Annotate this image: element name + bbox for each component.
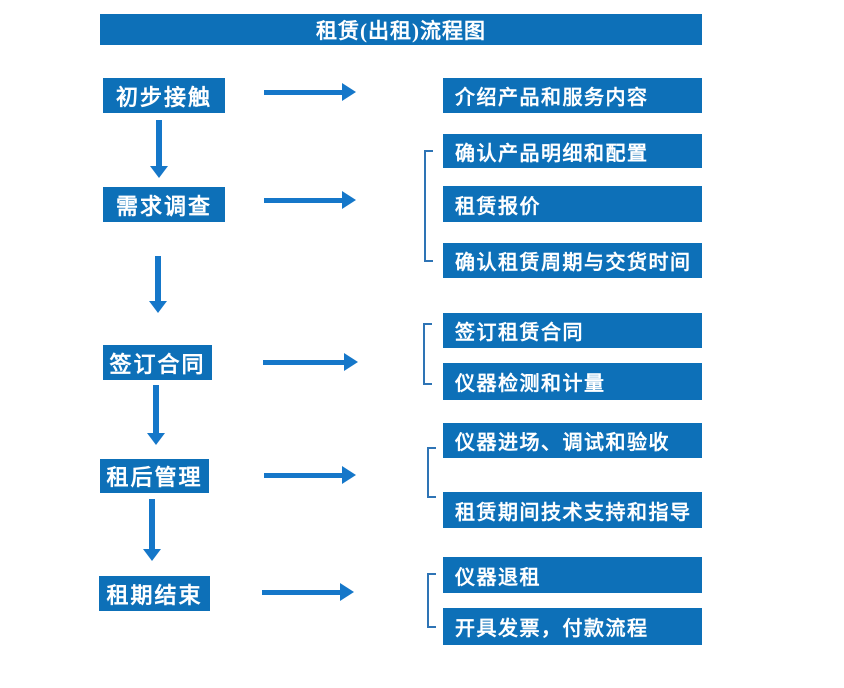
arrow-down-icon	[147, 385, 165, 445]
output-box-instrument-return: 仪器退租	[443, 557, 702, 593]
arrow-head	[150, 166, 168, 178]
arrow-head	[340, 583, 354, 601]
step-box-sign-contract: 签订合同	[103, 345, 212, 380]
arrow-shaft	[263, 359, 346, 365]
arrow-right-icon	[264, 83, 356, 101]
arrow-head	[143, 549, 161, 561]
output-box-introduce-products: 介绍产品和服务内容	[443, 78, 702, 113]
arrow-shaft	[264, 472, 344, 478]
arrow-right-icon	[264, 191, 356, 209]
arrow-down-icon	[149, 256, 167, 313]
arrow-head	[344, 353, 358, 371]
arrow-head	[147, 433, 165, 445]
arrow-head	[342, 191, 356, 209]
arrow-shaft	[156, 120, 162, 167]
arrow-shaft	[153, 385, 159, 434]
arrow-right-icon	[264, 466, 356, 484]
arrow-down-icon	[143, 499, 161, 561]
step-box-post-rental-management: 租后管理	[100, 459, 209, 493]
arrow-shaft	[262, 589, 342, 595]
arrow-shaft	[155, 256, 161, 302]
arrow-down-icon	[150, 120, 168, 178]
step-box-initial-contact: 初步接触	[103, 78, 225, 113]
bracket-connector	[424, 150, 433, 262]
bracket-connector	[427, 447, 436, 498]
arrow-right-icon	[262, 583, 354, 601]
arrow-shaft	[149, 499, 155, 550]
output-box-sign-rental-contract: 签订租赁合同	[443, 313, 702, 348]
output-box-rental-quote: 租赁报价	[443, 186, 702, 222]
output-box-instrument-testing: 仪器检测和计量	[443, 363, 702, 400]
output-box-confirm-rental-period: 确认租赁周期与交货时间	[443, 243, 702, 278]
arrow-head	[342, 83, 356, 101]
output-box-confirm-product-details: 确认产品明细和配置	[443, 134, 702, 168]
bracket-connector	[427, 573, 436, 628]
arrow-head	[149, 301, 167, 313]
output-box-technical-support: 租赁期间技术支持和指导	[443, 492, 702, 528]
arrow-right-icon	[263, 353, 358, 371]
output-box-invoice-payment: 开具发票，付款流程	[443, 608, 702, 645]
bracket-connector	[423, 323, 432, 385]
flowchart-title: 租赁(出租)流程图	[100, 14, 702, 45]
step-box-lease-end: 租期结束	[99, 576, 210, 611]
arrow-shaft	[264, 197, 344, 203]
arrow-shaft	[264, 89, 344, 95]
output-box-instrument-setup: 仪器进场、调试和验收	[443, 423, 702, 458]
arrow-head	[342, 466, 356, 484]
step-box-demand-survey: 需求调查	[103, 187, 225, 222]
